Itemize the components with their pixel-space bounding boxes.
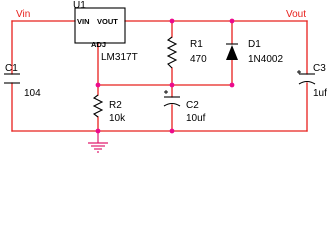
- c2-ref: C2: [186, 100, 199, 111]
- regulator-body: [74, 7, 126, 44]
- c2-value: 10uf: [186, 113, 206, 124]
- vin-label: Vin: [16, 9, 30, 20]
- u1-pin-vout: VOUT: [97, 17, 118, 26]
- c2-plus-icon: [164, 90, 168, 94]
- u1-part: LM317T: [101, 52, 138, 63]
- c3-plus-icon: [297, 70, 301, 74]
- u1-pin-adj: ADJ: [91, 40, 106, 49]
- ground-icon: [88, 142, 108, 153]
- resistor-r2: R2 10k: [92, 94, 126, 124]
- c3-value: 1uf: [313, 88, 327, 99]
- junction-vout-d1: [229, 18, 235, 24]
- d1-ref: D1: [248, 39, 261, 50]
- r2-value: 10k: [109, 113, 126, 124]
- r1-ref: R1: [190, 39, 203, 50]
- regulator-u1: U1 VIN VOUT ADJ LM317T: [73, 0, 138, 63]
- r1-value: 470: [190, 54, 207, 65]
- vout-label: Vout: [286, 9, 306, 20]
- c1-value: 104: [24, 88, 41, 99]
- junction-nodes: [95, 18, 235, 134]
- wires: [11, 20, 308, 143]
- d1-part: 1N4002: [248, 54, 283, 65]
- d1-triangle: [226, 45, 238, 60]
- junction-r1-c2: [169, 82, 175, 88]
- c1-ref: C1: [5, 63, 18, 74]
- u1-ref: U1: [73, 0, 86, 11]
- c3-ref: C3: [313, 63, 326, 74]
- junction-ground-r2: [95, 128, 101, 134]
- capacitor-c1: C1 104: [4, 63, 41, 99]
- r2-ref: R2: [109, 100, 122, 111]
- junction-vout-r1: [169, 18, 175, 24]
- resistor-r1: R1 470: [166, 36, 207, 69]
- capacitor-c3: C3 1uf: [297, 63, 327, 99]
- r2-zigzag: [92, 94, 104, 118]
- r1-zigzag: [166, 36, 178, 69]
- c3-plate-bottom-curved: [298, 80, 316, 85]
- capacitor-c2: C2 10uf: [163, 90, 206, 124]
- junction-adj: [95, 82, 101, 88]
- diode-d1: D1 1N4002: [226, 39, 283, 65]
- u1-pin-vin: VIN: [77, 17, 90, 26]
- junction-d1-adj: [229, 82, 235, 88]
- junction-ground-c2: [169, 128, 175, 134]
- c2-plate-bottom-curved: [163, 102, 181, 107]
- schematic-diagram: U1 VIN VOUT ADJ LM317T C1 104 R1 470 D1 …: [4, 0, 327, 153]
